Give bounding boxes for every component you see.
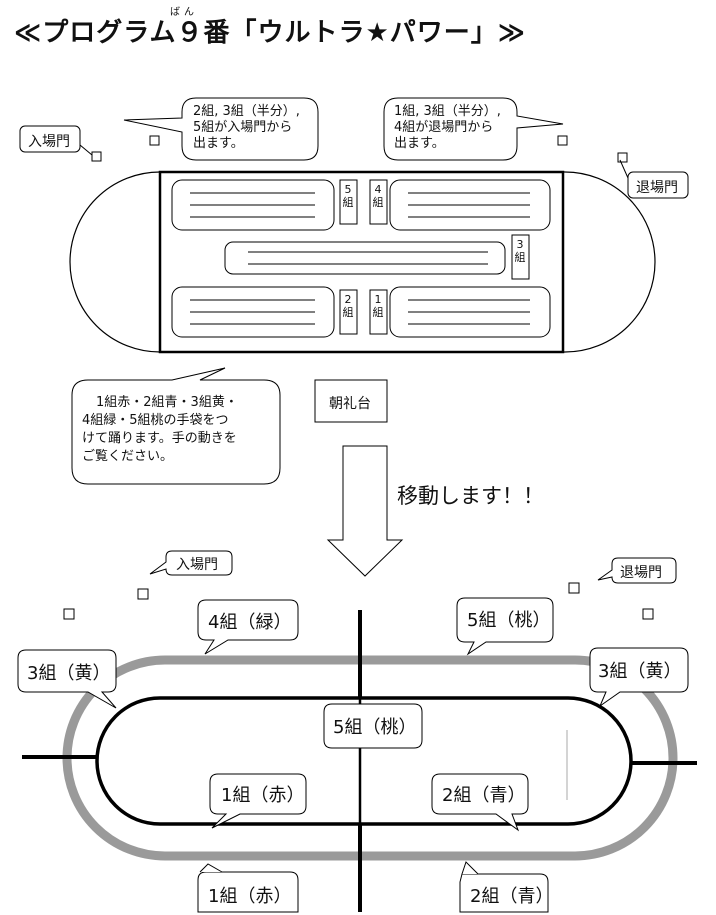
page-title: ≪プログラム９番「ウルトラ★パワー」≫ xyxy=(14,18,526,48)
callout-exit-line: 4組が退場門から xyxy=(394,120,494,135)
class-tag-3: 3組 xyxy=(514,238,526,264)
bubble-c1-inner xyxy=(209,773,307,829)
podium-box xyxy=(314,379,388,423)
class-tag-1: 1組 xyxy=(372,293,384,319)
callout-gloves-line: 4組緑・5組桃の手袋をつ xyxy=(82,413,229,428)
exit-gate-label-bottom: 退場門 xyxy=(620,565,662,581)
tag-box-1 xyxy=(369,289,388,335)
gate-box-entrance xyxy=(19,125,81,153)
marker xyxy=(642,608,654,620)
class-tag-4: 4組 xyxy=(372,183,384,209)
move-text: 移動します！！ xyxy=(397,484,544,508)
block-middle xyxy=(224,241,506,275)
bubble-c3-left xyxy=(17,649,117,709)
label-c2-blue-inner: 2組（青） xyxy=(442,785,526,806)
callout-gloves: 1組赤・2組青・3組黄・ 4組緑・5組桃の手袋をつ けて踊ります。手の動きを ご… xyxy=(82,394,238,466)
gate-box-exit-bottom xyxy=(597,557,677,584)
bubble-c5-center xyxy=(323,703,423,749)
callout-exit-line: 出ます。 xyxy=(394,136,445,151)
gate-box-exit xyxy=(627,171,689,199)
label-c5-pink-top: 5組（桃） xyxy=(467,610,551,631)
callout-gloves-line: けて踊ります。手の動きを xyxy=(82,431,237,446)
label-c1-red-bottom: 1組（赤） xyxy=(208,886,292,907)
label-c1-red-inner: 1組（赤） xyxy=(221,785,305,806)
outer-gray-track xyxy=(62,655,678,861)
class-tag-5: 5組 xyxy=(342,183,354,209)
marker xyxy=(137,588,149,600)
label-c2-blue-bottom: 2組（青） xyxy=(470,886,554,907)
bubble-exit xyxy=(383,97,564,161)
tag-box-3 xyxy=(511,234,530,280)
callout-entry-line: 出ます。 xyxy=(193,136,244,151)
marker xyxy=(63,608,75,620)
bubble-c2-bottom xyxy=(459,873,549,913)
callout-entry: 2組, 3組（半分）, 5組が入場門から 出ます。 xyxy=(193,104,300,152)
label-c4-green: 4組（緑） xyxy=(208,612,292,633)
bubble-c3-right xyxy=(589,647,689,708)
callout-exit: 1組, 3組（半分）, 4組が退場門から 出ます。 xyxy=(394,104,501,152)
marker xyxy=(617,152,628,163)
podium-label: 朝礼台 xyxy=(329,396,371,412)
bubble-c4 xyxy=(197,599,299,655)
move-arrow xyxy=(326,445,404,577)
label-c3-yellow-left: 3組（黄） xyxy=(27,663,111,684)
gate-box-entrance-bottom xyxy=(149,550,233,576)
title-ruby: ばん xyxy=(170,7,198,18)
bubble-c1-bottom xyxy=(197,871,299,913)
bubble-gloves xyxy=(71,367,281,485)
callout-entry-line: 2組, 3組（半分）, xyxy=(193,104,300,119)
marker xyxy=(557,135,568,146)
tag-box-5 xyxy=(339,179,358,225)
marker xyxy=(149,135,160,146)
inner-track xyxy=(95,696,633,826)
bubble-c2-inner xyxy=(431,773,529,832)
callout-gloves-line: 1組赤・2組青・3組黄・ xyxy=(96,395,238,410)
callout-gloves-line: ご覧ください。 xyxy=(82,449,174,464)
tag-box-4 xyxy=(369,179,388,225)
bubble-entry xyxy=(123,97,319,161)
class-tag-2: 2組 xyxy=(342,293,354,319)
entrance-gate-label: 入場門 xyxy=(28,134,70,150)
entrance-gate-label-bottom: 入場門 xyxy=(176,557,218,573)
tag-box-2 xyxy=(339,289,358,335)
bubble-c5-top xyxy=(456,597,554,656)
label-c3-yellow-right: 3組（黄） xyxy=(598,661,682,682)
callout-exit-line: 1組, 3組（半分）, xyxy=(394,104,501,119)
marker xyxy=(568,582,580,594)
marker xyxy=(91,151,102,162)
top-track-outline xyxy=(69,171,656,353)
exit-gate-label: 退場門 xyxy=(636,180,678,196)
callout-entry-line: 5組が入場門から xyxy=(193,120,293,135)
label-c5-pink-center: 5組（桃） xyxy=(333,717,417,738)
